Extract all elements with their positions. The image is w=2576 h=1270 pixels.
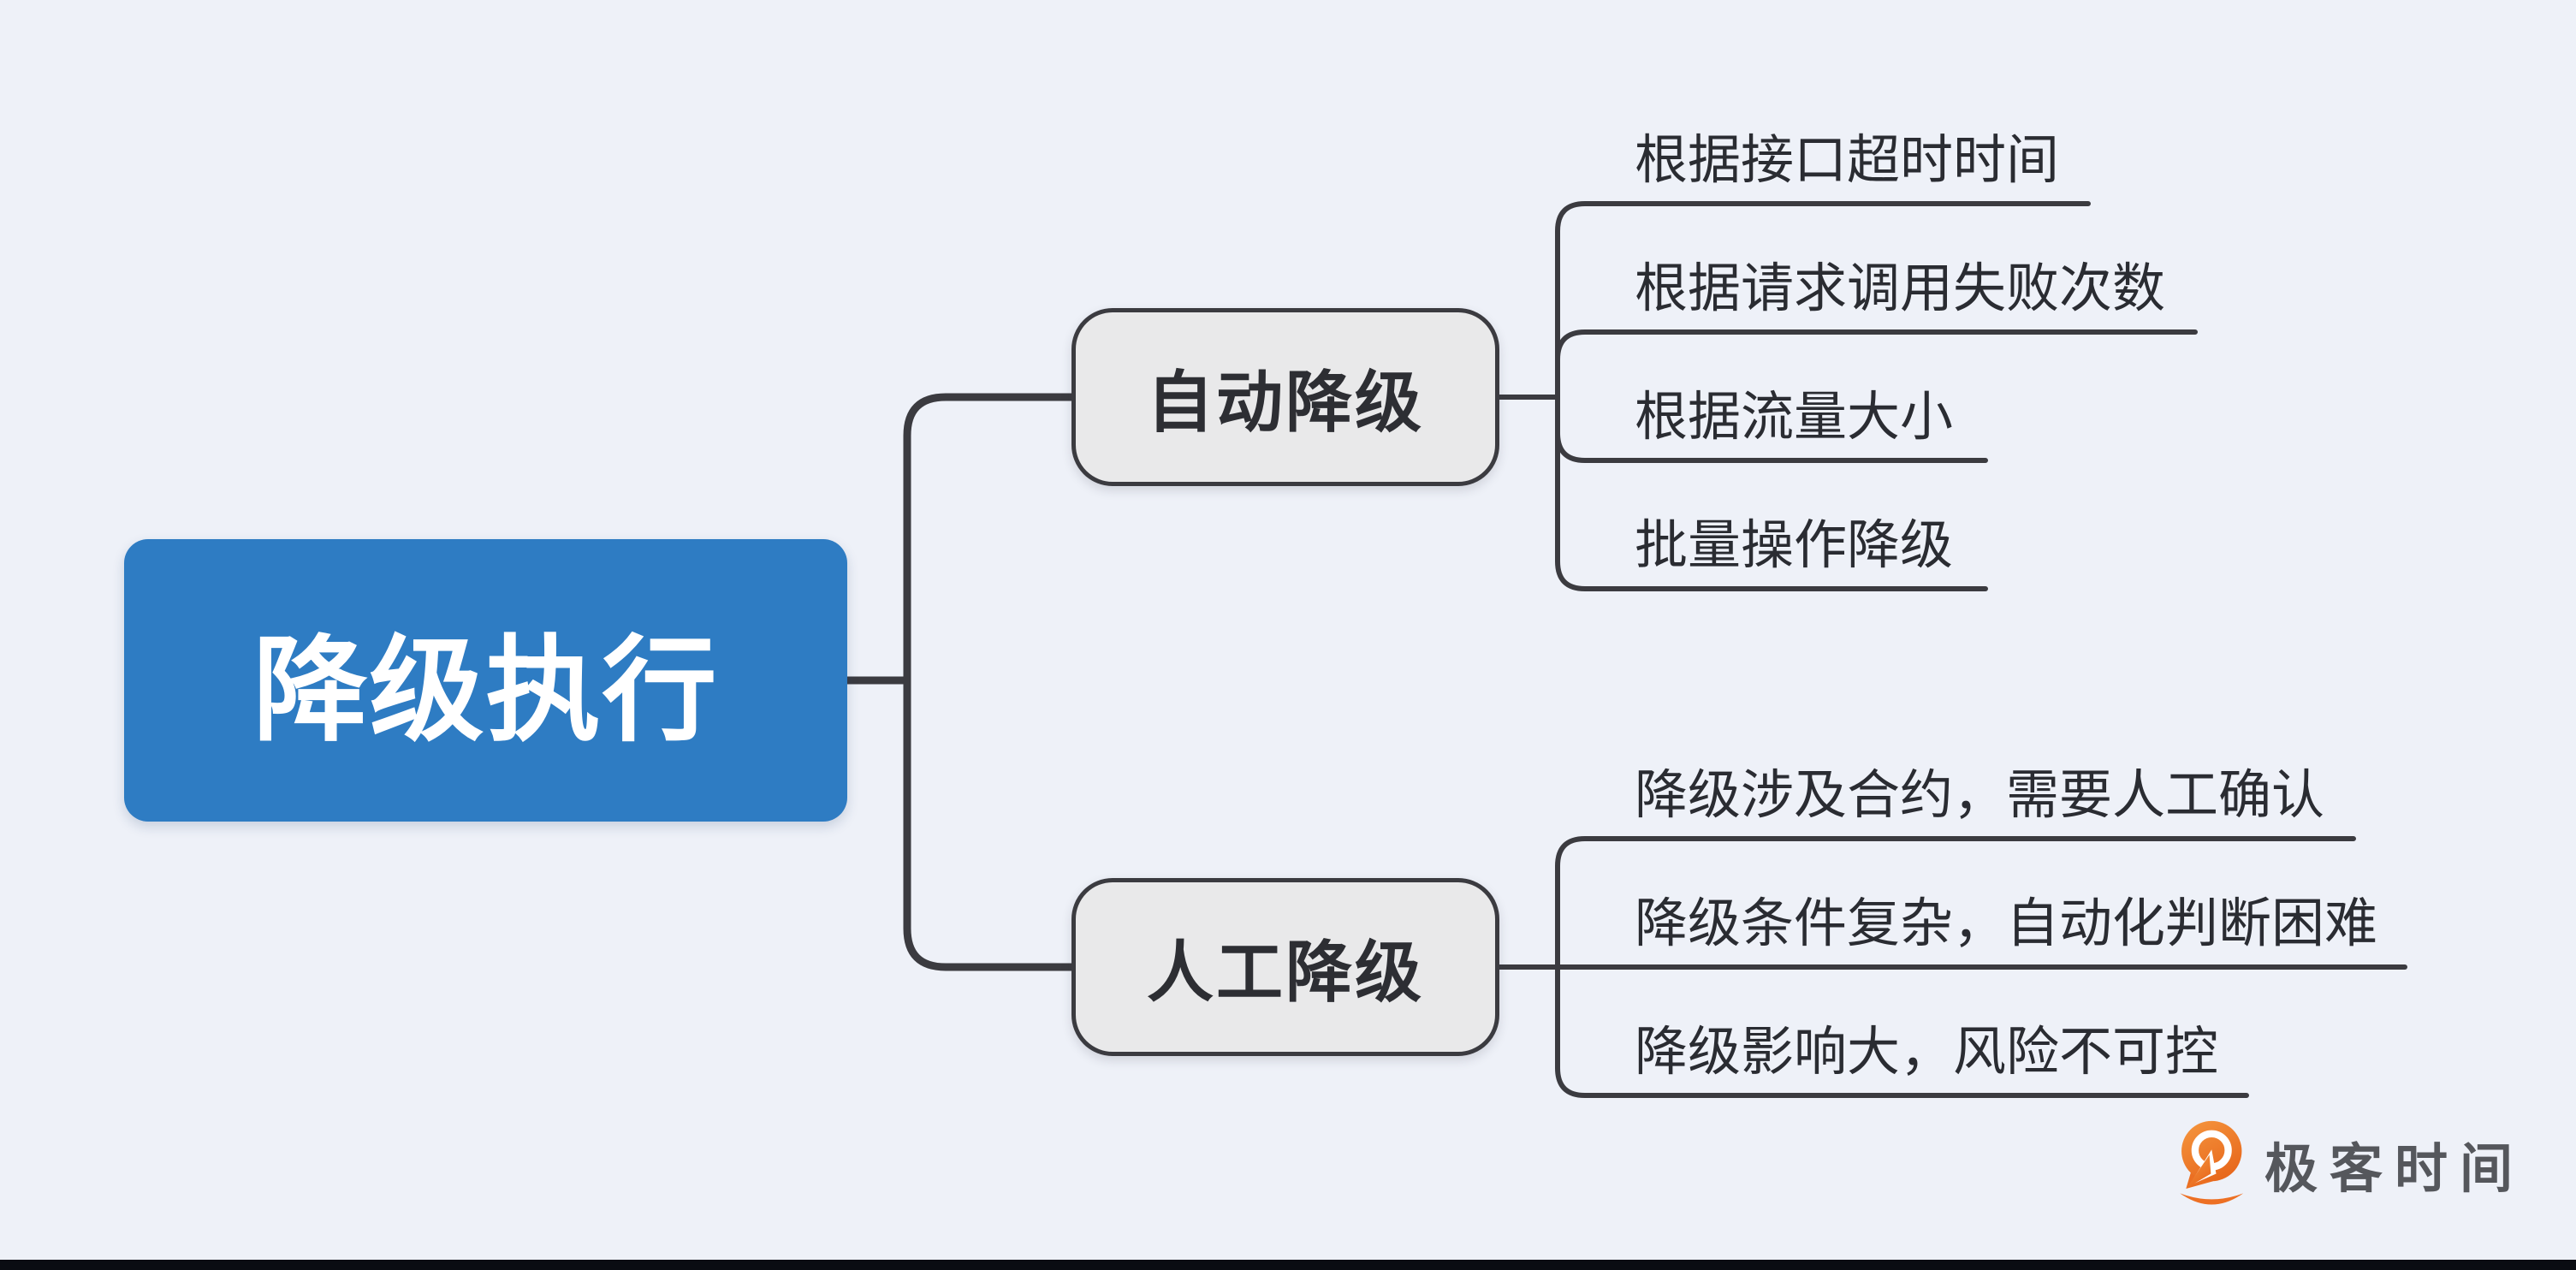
trunk-connector bbox=[903, 393, 1076, 971]
branch-label: 自动降级 bbox=[1146, 365, 1424, 440]
leaf-topic-manual-1[interactable]: 降级涉及合约，需要人工确认 bbox=[1635, 766, 2325, 825]
leaf-line-auto-4 bbox=[1555, 395, 1988, 591]
leaf-topic-auto-3[interactable]: 根据流量大小 bbox=[1635, 388, 1954, 447]
leaf-line-manual-3 bbox=[1555, 964, 2249, 1098]
branch-label: 人工降级 bbox=[1146, 935, 1424, 1010]
leaf-topic-manual-3[interactable]: 降级影响大，风险不可控 bbox=[1635, 1023, 2219, 1082]
leaf-topic-auto-2[interactable]: 根据请求调用失败次数 bbox=[1635, 259, 2166, 318]
root-topic-label: 降级执行 bbox=[252, 627, 719, 755]
geektime-logo-text: 极客时间 bbox=[2264, 1140, 2526, 1199]
leaf-line-auto-2 bbox=[1555, 329, 2198, 400]
root-topic-node[interactable]: 降级执行 bbox=[124, 539, 847, 822]
leaf-topic-auto-4[interactable]: 批量操作降级 bbox=[1635, 516, 1954, 575]
branch-node-manual-degrade[interactable]: 人工降级 bbox=[1071, 878, 1499, 1056]
geektime-logo-icon bbox=[2180, 1120, 2244, 1205]
bottom-edge-bar bbox=[0, 1260, 2576, 1270]
leaf-topic-manual-2[interactable]: 降级条件复杂，自动化判断困难 bbox=[1635, 894, 2378, 953]
branch-node-auto-degrade[interactable]: 自动降级 bbox=[1071, 308, 1499, 486]
leaf-topic-auto-1[interactable]: 根据接口超时时间 bbox=[1635, 131, 2060, 190]
leaf-line-auto-1 bbox=[1555, 201, 2091, 400]
leaf-line-manual-1 bbox=[1555, 836, 2356, 970]
geektime-logo: 极客时间 bbox=[2175, 1118, 2525, 1210]
